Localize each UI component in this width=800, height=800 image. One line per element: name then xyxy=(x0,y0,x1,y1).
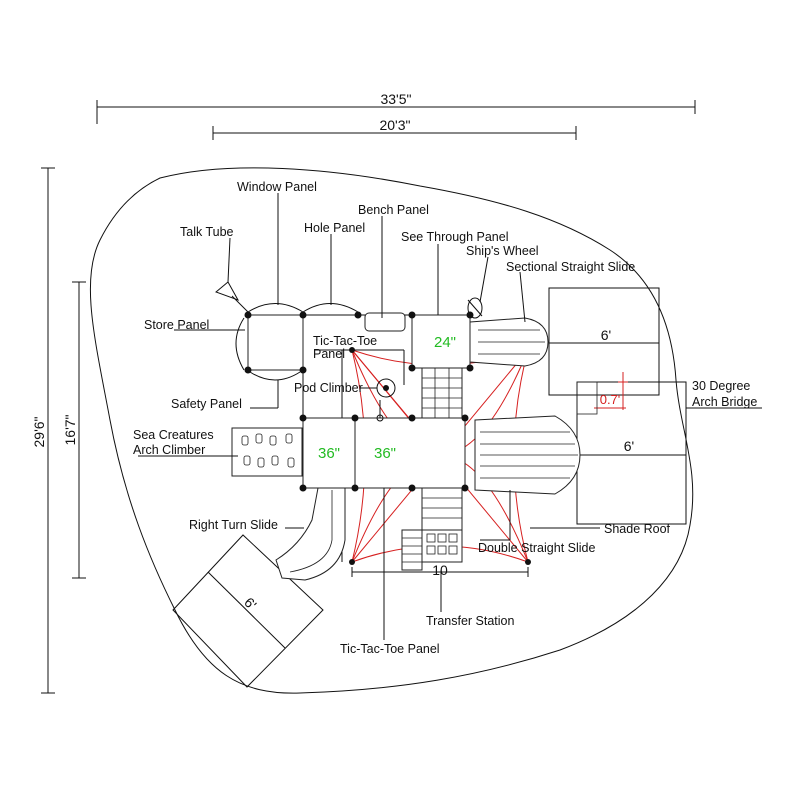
roof-width-text: 10 xyxy=(432,562,448,578)
label-sea-creatures-2: Arch Climber xyxy=(133,443,205,457)
label-tic-tac-toe-bottom: Tic-Tac-Toe Panel xyxy=(340,642,440,656)
label-safety-panel: Safety Panel xyxy=(171,397,242,411)
left-deck: 36" xyxy=(302,417,356,489)
right-turn-slide-zone-text: 6' xyxy=(241,594,260,613)
dimension-overall-width: 33'5" xyxy=(96,91,696,124)
label-tic-tac-toe-top-1: Tic-Tac-Toe xyxy=(313,334,377,348)
ships-wheel xyxy=(467,297,483,319)
label-talk-tube: Talk Tube xyxy=(180,225,234,239)
right-turn-slide xyxy=(275,487,346,581)
bridge-gap-dimension: 0.7' xyxy=(594,372,628,410)
dimension-inner-width: 20'3" xyxy=(212,117,577,140)
pod-climber xyxy=(376,378,396,422)
label-store-panel: Store Panel xyxy=(144,318,209,332)
top-deck: 24" xyxy=(411,314,471,369)
inner-depth-text: 16'7" xyxy=(62,414,78,445)
callout-labels: Window Panel Bench Panel Talk Tube Hole … xyxy=(133,180,757,656)
right-slide-zone-text: 6' xyxy=(624,438,634,454)
leader-lines xyxy=(138,193,762,640)
center-deck: 36" xyxy=(354,417,466,489)
bridge-gap-text: 0.7' xyxy=(600,392,621,407)
panel-enclosure xyxy=(235,303,474,492)
top-deck-height: 24" xyxy=(434,334,456,351)
label-window-panel: Window Panel xyxy=(237,180,317,194)
label-tic-tac-toe-top-2: Panel xyxy=(313,347,345,361)
center-deck-height: 36" xyxy=(374,445,396,462)
dimension-inner-depth: 16'7" xyxy=(62,281,86,579)
label-right-turn-slide: Right Turn Slide xyxy=(189,518,278,532)
inner-width-text: 20'3" xyxy=(379,117,410,133)
label-pod-climber: Pod Climber xyxy=(294,381,363,395)
label-double-straight-slide: Double Straight Slide xyxy=(478,541,595,555)
label-shade-roof: Shade Roof xyxy=(604,522,671,536)
label-bench-panel: Bench Panel xyxy=(358,203,429,217)
transfer-station xyxy=(401,529,463,571)
use-zone-boundary xyxy=(89,167,694,694)
label-transfer-station: Transfer Station xyxy=(426,614,515,628)
bottom-stairs xyxy=(421,487,463,531)
arch-bridge xyxy=(576,381,598,415)
top-stairs xyxy=(421,367,463,419)
top-slide-zone: 6' xyxy=(548,287,660,396)
label-sea-creatures-1: Sea Creatures xyxy=(133,428,214,442)
label-ships-wheel: Ship's Wheel xyxy=(466,244,539,258)
label-30-degree-1: 30 Degree xyxy=(692,379,750,393)
dimension-overall-depth: 29'6" xyxy=(31,167,55,694)
talk-tube xyxy=(215,281,249,313)
top-slide-zone-text: 6' xyxy=(601,327,611,343)
left-deck-height: 36" xyxy=(318,445,340,462)
right-slide-zone: 6' xyxy=(576,381,687,525)
overall-width-text: 33'5" xyxy=(380,91,411,107)
sea-creatures-arch-climber xyxy=(231,427,303,477)
overall-depth-text: 29'6" xyxy=(31,416,47,447)
double-straight-slide xyxy=(474,415,581,495)
label-30-degree-2: Arch Bridge xyxy=(692,395,757,409)
label-see-through-panel: See Through Panel xyxy=(401,230,509,244)
label-hole-panel: Hole Panel xyxy=(304,221,365,235)
sectional-straight-slide xyxy=(469,317,549,367)
label-sectional-straight-slide: Sectional Straight Slide xyxy=(506,260,635,274)
